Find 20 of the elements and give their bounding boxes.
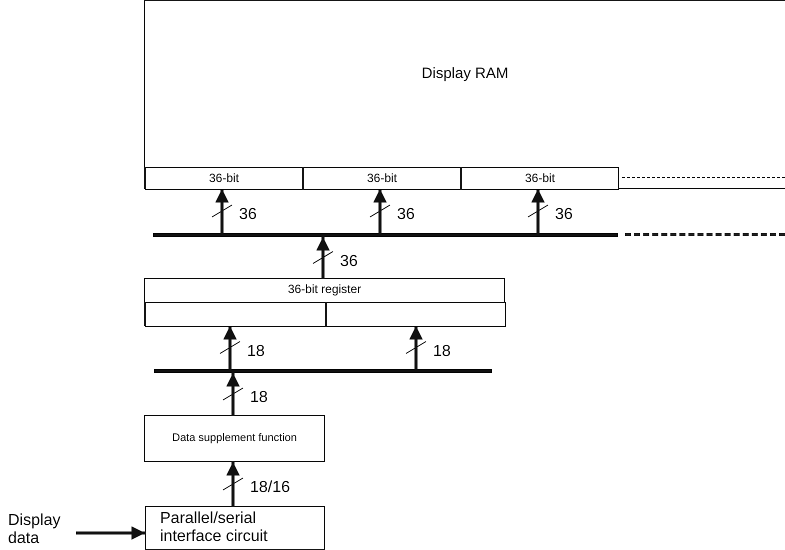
edge-label: 18 <box>247 344 265 360</box>
node-label: 36-bit <box>524 171 556 186</box>
node-label: Data supplement function <box>172 432 297 446</box>
memory-block <box>144 0 785 189</box>
node-label: Display RAM <box>422 65 508 83</box>
node-label: Parallel/serial interface circuit <box>160 510 269 546</box>
memory-cell <box>303 167 461 190</box>
node-label: 36-bit <box>366 171 398 186</box>
node-label: 36-bit register <box>288 282 362 296</box>
process-box <box>144 415 325 462</box>
memory-cell <box>145 167 303 190</box>
process-box <box>145 506 325 550</box>
memory-cell <box>461 167 619 190</box>
register-half <box>326 302 506 327</box>
edge-label: 36 <box>340 254 358 270</box>
edge-label: 18 <box>433 344 451 360</box>
node-label: 36-bit <box>208 171 240 186</box>
node-label: Display data <box>8 512 62 548</box>
register-box <box>144 278 505 326</box>
register-half <box>145 302 326 327</box>
